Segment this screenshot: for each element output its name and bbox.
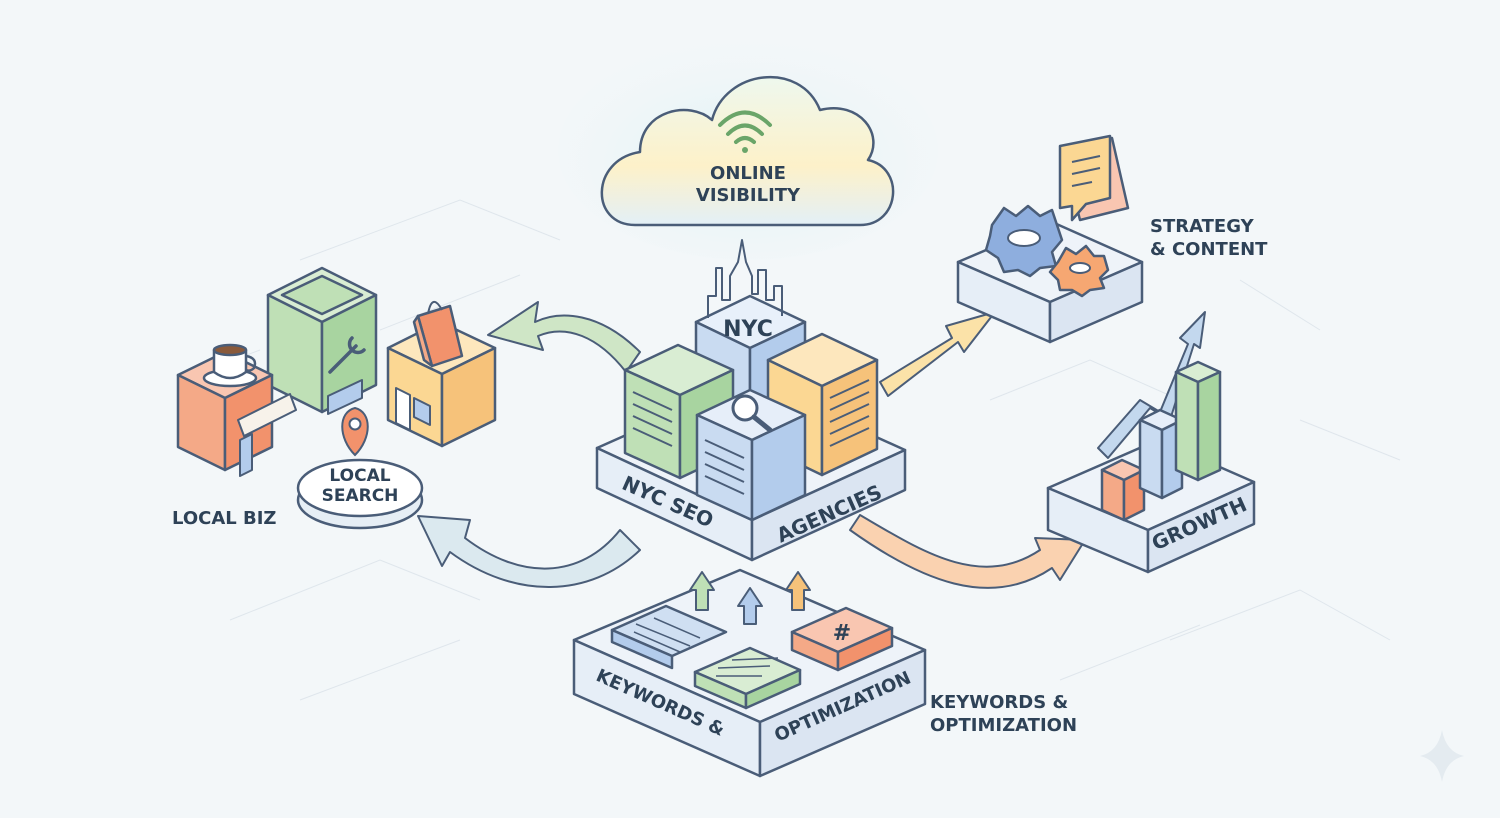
hub-city-label: NYC: [723, 317, 773, 342]
keywords-side-line1: KEYWORDS &: [930, 692, 1068, 713]
wifi-icon: [718, 110, 772, 153]
search-building: [695, 388, 807, 522]
flow-arrows: [417, 301, 1206, 589]
arrow-to-local-biz: [487, 301, 641, 373]
local-biz-label: LOCAL BIZ: [172, 508, 276, 529]
location-pin-icon: [341, 406, 369, 457]
nyc-skyline-icon: [707, 239, 783, 318]
gear-small-icon: [1048, 244, 1110, 298]
hashtag-icon: #: [833, 621, 851, 646]
up-arrows: [689, 571, 811, 625]
coffee-cup-icon: [202, 343, 258, 388]
local-business-cluster: [176, 266, 497, 477]
keyword-card-green: [693, 646, 802, 710]
gear-large-icon: [984, 204, 1064, 278]
local-pin-line2: SEARCH: [322, 486, 399, 506]
wrench-icon: [328, 336, 366, 374]
sparkle-icon: [1420, 730, 1464, 782]
background-grid: [179, 199, 1401, 701]
hashtag-tile: [790, 606, 894, 672]
online-visibility-cloud: ONLINE VISIBILITY: [558, 40, 938, 260]
arrow-to-growth: [849, 514, 1086, 589]
keywords-side-line2: OPTIMIZATION: [930, 715, 1077, 736]
bar-chart-icon: [1100, 360, 1222, 522]
arrow-to-strategy: [879, 311, 996, 397]
growth-platform: [1046, 360, 1256, 574]
chat-bubble-icon: [1058, 134, 1130, 222]
keywords-platform: [572, 568, 927, 778]
local-search-pin: LOCAL SEARCH: [296, 406, 424, 530]
shopping-bag-icon: [412, 301, 464, 368]
magnifier-icon: [731, 394, 773, 433]
local-pin-line1: LOCAL: [329, 466, 390, 486]
keyword-card-blue: [610, 604, 728, 670]
strategy-line1: STRATEGY: [1150, 216, 1255, 237]
cloud-line1: ONLINE: [710, 163, 786, 184]
strategy-line2: & CONTENT: [1150, 239, 1268, 260]
arrow-trend-up: [1097, 311, 1206, 459]
strategy-platform: [956, 134, 1144, 344]
cloud-line2: VISIBILITY: [696, 185, 801, 206]
arrow-to-local-search: [417, 515, 641, 588]
